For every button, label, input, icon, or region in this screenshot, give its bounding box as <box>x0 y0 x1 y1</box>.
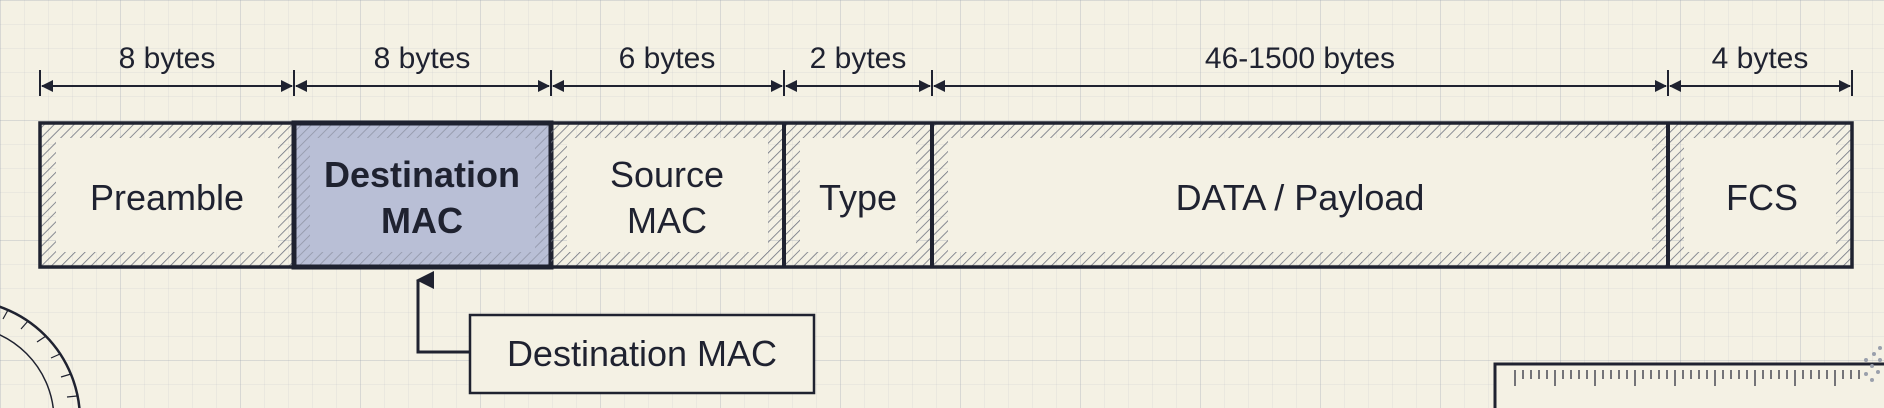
field-label-line-1: Destination <box>324 154 520 195</box>
field-label-line-1: Source <box>610 154 724 195</box>
size-label-fcs: 4 bytes <box>1712 42 1809 75</box>
ruler-decoration <box>1493 346 1884 408</box>
size-label-destination-mac: 8 bytes <box>374 42 471 75</box>
ruler-corner-dots <box>1864 346 1882 382</box>
field-label: Type <box>819 177 897 218</box>
field-source-mac: Source MAC <box>551 123 784 267</box>
field-destination-mac: Destination MAC <box>291 120 554 270</box>
field-fcs: FCS <box>1668 123 1852 267</box>
field-label: Preamble <box>90 177 244 218</box>
field-data-payload: DATA / Payload <box>932 123 1668 267</box>
field-dividers <box>782 123 1670 267</box>
field-type: Type <box>784 123 932 267</box>
dimension-ticks <box>39 70 1853 96</box>
size-label-type: 2 bytes <box>810 42 907 75</box>
destination-mac-callout: Destination MAC <box>416 271 816 395</box>
field-preamble: Preamble <box>40 123 294 267</box>
callout-label: Destination MAC <box>507 333 777 374</box>
callout-box <box>468 313 816 395</box>
field-label-line-2: MAC <box>381 200 463 241</box>
field-label: DATA / Payload <box>1176 177 1425 218</box>
field-label: FCS <box>1726 177 1798 218</box>
callout-arrow <box>416 271 470 354</box>
frame-outline <box>38 121 1854 269</box>
size-label-source-mac: 6 bytes <box>619 42 716 75</box>
size-label-payload: 46-1500 bytes <box>1205 42 1395 75</box>
size-dimensions: 8 bytes 8 bytes 6 bytes 2 bytes 46-1500 … <box>39 42 1853 96</box>
size-label-preamble: 8 bytes <box>119 42 216 75</box>
frame-fields: Preamble Destination MAC Source MAC Type… <box>38 120 1854 270</box>
protractor-decoration <box>0 305 81 408</box>
field-label-line-2: MAC <box>627 200 707 241</box>
